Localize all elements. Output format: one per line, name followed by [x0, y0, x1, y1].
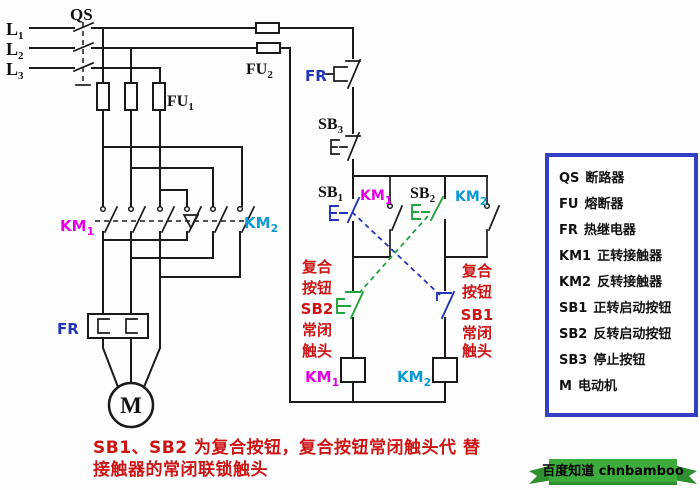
legend-desc: 熔断器: [584, 197, 624, 212]
label-fr-main: FR: [57, 320, 79, 338]
label-sb3: SB3: [318, 116, 344, 136]
fuse-fu1: [96, 82, 166, 111]
ribbon-shadow: [549, 482, 677, 485]
legend-item: SB3 停止按钮: [559, 348, 694, 374]
left-red-note: 复合 按钮 SB2 常闭 触头: [301, 258, 334, 360]
sb3-contact: [330, 131, 361, 162]
label-sb1: SB1: [318, 184, 343, 204]
ribbon-svg: 百度知道 chnbamboo: [529, 459, 697, 485]
sb1-nc-contact: [436, 290, 456, 320]
note-line: 触头: [302, 342, 332, 360]
sb1-no-contact: [329, 196, 361, 224]
legend-key: QS: [559, 171, 580, 186]
legend-key: FU: [559, 197, 579, 212]
label-fr-control: FR: [305, 67, 327, 85]
label-km2-aux: KM2: [455, 189, 487, 208]
label-sb2: SB2: [410, 185, 436, 205]
legend-key: FR: [559, 223, 578, 238]
sb2-nc-contact: [336, 290, 365, 320]
km1-aux-contact: [389, 175, 404, 258]
legend-box: QS 断路器 FU 熔断器 FR 热继电器 KM1 正转接触器 KM2 反转接触器 SB1…: [545, 153, 698, 417]
caption: SB1、SB2 为复合按钮，复合按钮常闭触头代 替 接触器的常闭联锁触头: [93, 437, 553, 481]
legend-item: SB1 正转启动按钮: [559, 296, 694, 322]
label-km1-coil: KM1: [305, 368, 339, 389]
legend-key: M: [559, 379, 572, 394]
linkage-triangle-icon: [182, 214, 200, 230]
caption-line1: SB1、SB2 为复合按钮，复合按钮常闭触头代 替: [93, 438, 481, 458]
main-contact-blades: [103, 205, 256, 234]
power-lines: [29, 21, 446, 403]
km1-coil: [340, 357, 366, 383]
legend-item: KM1 正转接触器: [559, 244, 694, 270]
note-line: 复合: [461, 262, 493, 280]
label-qs: QS: [70, 5, 93, 24]
thermal-relay-element: [87, 313, 149, 339]
label-km1-main: KM1: [60, 217, 94, 238]
legend-desc: 热继电器: [583, 223, 636, 238]
fuse-fu2: [255, 22, 281, 54]
km2-aux-contact: [486, 175, 501, 258]
note-line: 按钮: [302, 279, 332, 297]
note-line: 按钮: [462, 283, 492, 301]
fr-nc-contact: [325, 58, 362, 90]
legend-desc: 正转接触器: [597, 249, 663, 264]
legend-key: SB1: [559, 301, 588, 316]
legend-item: FR 热继电器: [559, 218, 694, 244]
label-fu1: FU1: [167, 93, 194, 113]
legend-key: SB3: [559, 353, 588, 368]
label-km2-coil: KM2: [397, 368, 431, 389]
legend-desc: 停止按钮: [593, 353, 646, 368]
km2-coil: [432, 357, 458, 383]
legend-item: FU 熔断器: [559, 192, 694, 218]
legend-desc: 反转接触器: [597, 275, 663, 290]
watermark-text: 百度知道 chnbamboo: [542, 463, 684, 479]
legend-item: KM2 反转接触器: [559, 270, 694, 296]
note-line: SB1: [461, 306, 494, 324]
ribbon-body: [549, 459, 677, 482]
component-labels: L1 L2 L3 QS FU1 FU2 KM1 KM2 FR FR SB3 SB…: [6, 5, 487, 389]
legend-desc: 电动机: [577, 379, 617, 394]
watermark-ribbon: 百度知道 chnbamboo: [527, 459, 699, 487]
legend-desc: 反转启动按钮: [593, 327, 672, 342]
legend-key: SB2: [559, 327, 588, 342]
note-line: 常闭: [462, 324, 492, 342]
legend-key: KM1: [559, 249, 592, 264]
sb1-linkage-dash: [351, 211, 441, 296]
caption-line2: 接触器的常闭联锁触头: [93, 460, 268, 480]
ribbon-right-tail-icon: [673, 465, 697, 484]
right-red-note: 复合 按钮 SB1 常闭 触头: [461, 262, 494, 360]
legend-desc: 正转启动按钮: [593, 301, 672, 316]
note-line: 常闭: [302, 321, 332, 339]
label-km1-aux: KM1: [360, 188, 392, 207]
legend-item: QS 断路器: [559, 166, 694, 192]
legend-item: M 电动机: [559, 374, 694, 400]
note-line: 复合: [301, 258, 333, 276]
label-fu2: FU2: [246, 61, 273, 81]
legend-desc: 断路器: [585, 171, 625, 186]
motor: M: [107, 381, 155, 429]
qs-blades: [72, 21, 95, 73]
legend-key: KM2: [559, 275, 592, 290]
label-l2: L2: [6, 39, 24, 62]
label-l3: L3: [6, 59, 24, 82]
note-line: SB2: [301, 300, 334, 318]
control-lines: [325, 27, 501, 403]
sb2-no-contact: [411, 195, 445, 222]
label-l1: L1: [6, 19, 24, 42]
label-km2-main: KM2: [244, 214, 278, 235]
sb2-linkage-dash: [359, 215, 429, 293]
legend-item: SB2 反转启动按钮: [559, 322, 694, 348]
contact-terminals: [99, 202, 491, 213]
motor-label: M: [120, 393, 142, 418]
note-line: 触头: [462, 342, 492, 360]
ribbon-left-tail-icon: [529, 465, 553, 484]
